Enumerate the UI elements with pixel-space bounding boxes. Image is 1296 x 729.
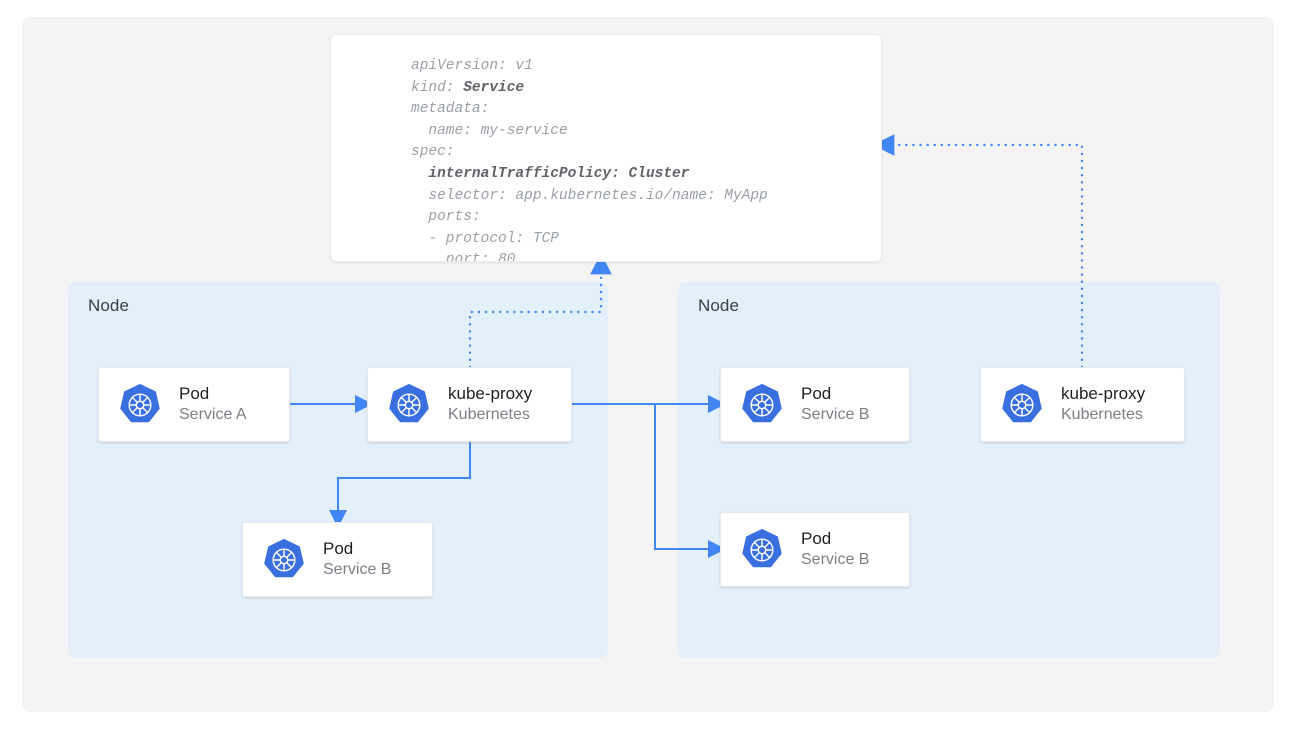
kubernetes-logo-icon xyxy=(742,528,782,567)
card-text: Pod Service B xyxy=(801,383,869,425)
card-subtitle: Kubernetes xyxy=(448,406,530,424)
node-box-right xyxy=(678,282,1220,658)
card-subtitle: Service B xyxy=(323,561,392,579)
service-yaml-code: apiVersion: v1 kind: Service metadata: n… xyxy=(411,58,768,262)
card-text: kube-proxy Kubernetes xyxy=(1061,383,1145,425)
node-box-left xyxy=(68,282,608,658)
card-text: Pod Service A xyxy=(179,383,247,425)
card-subtitle: Kubernetes xyxy=(1061,406,1143,424)
node-label-left: Node xyxy=(88,296,130,315)
card-title: Pod xyxy=(179,384,210,404)
card-title: kube-proxy xyxy=(1061,384,1146,404)
kubernetes-logo-icon xyxy=(742,383,782,422)
card-subtitle: Service A xyxy=(179,406,247,424)
card-subtitle: Service B xyxy=(801,406,870,424)
card-kube-proxy-right[interactable]: kube-proxy Kubernetes xyxy=(980,367,1185,442)
card-text: Pod Service B xyxy=(801,528,869,570)
card-title: Pod xyxy=(801,384,832,404)
kubernetes-logo-icon xyxy=(264,538,304,577)
card-text: Pod Service B xyxy=(323,538,391,580)
card-pod-service-b-right-top[interactable]: Pod Service B xyxy=(720,367,910,442)
card-title: Pod xyxy=(801,529,832,549)
card-pod-service-a[interactable]: Pod Service A xyxy=(98,367,290,442)
card-pod-service-b-left[interactable]: Pod Service B xyxy=(242,522,433,597)
card-text: kube-proxy Kubernetes xyxy=(448,383,532,425)
kubernetes-logo-icon xyxy=(389,383,429,422)
service-yaml-manifest-panel: apiVersion: v1 kind: Service metadata: n… xyxy=(330,34,882,262)
kubernetes-logo-icon xyxy=(1002,383,1042,422)
card-kube-proxy-left[interactable]: kube-proxy Kubernetes xyxy=(367,367,572,442)
kubernetes-logo-icon xyxy=(120,383,160,422)
card-title: Pod xyxy=(323,539,354,559)
node-label-right: Node xyxy=(698,296,740,315)
card-subtitle: Service B xyxy=(801,551,870,569)
card-title: kube-proxy xyxy=(448,384,533,404)
card-pod-service-b-right-bottom[interactable]: Pod Service B xyxy=(720,512,910,587)
